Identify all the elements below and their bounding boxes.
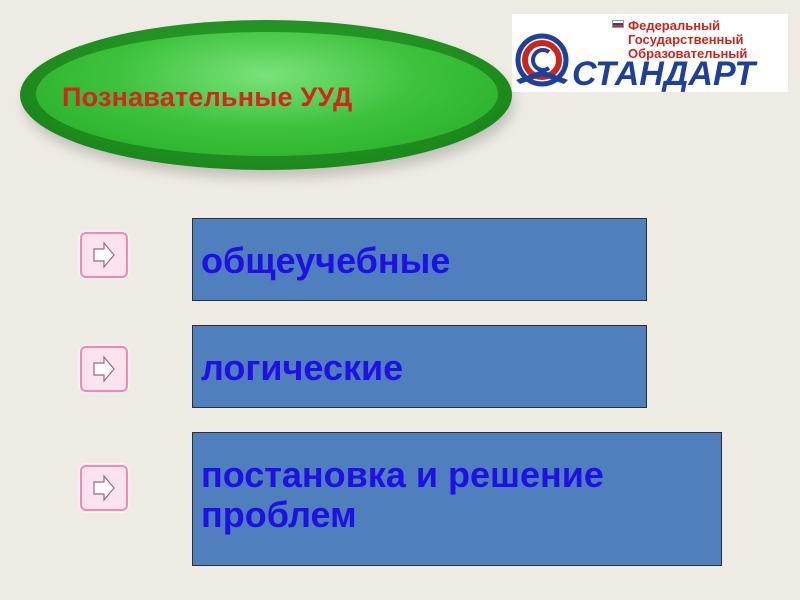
fgos-logo: Федеральный Государственный Образователь…	[512, 14, 788, 92]
fgos-emblem-icon	[515, 33, 569, 87]
logo-line-state: Государственный	[628, 32, 744, 47]
category-label-logical: логические	[201, 347, 404, 388]
category-box-general: общеучебные	[192, 218, 647, 301]
title-ellipse-inner	[36, 32, 498, 156]
logo-line-educational: Образовательный	[628, 46, 748, 61]
page-title: Познавательные УУД	[62, 82, 353, 112]
logo-word-standard: СТАНДАРТ	[572, 55, 756, 93]
category-box-problem: постановка и решение проблем	[192, 432, 722, 566]
category-box-logical: логические	[192, 325, 647, 408]
russian-flag-icon	[612, 20, 624, 28]
arrow-right-icon	[93, 241, 115, 269]
logo-line-federal: Федеральный	[628, 18, 721, 33]
category-label-general: общеучебные	[201, 240, 451, 281]
arrow-button-problem[interactable]	[80, 465, 128, 511]
arrow-right-icon	[93, 474, 115, 502]
arrow-button-general[interactable]	[80, 232, 128, 278]
arrow-right-icon	[93, 355, 115, 383]
category-label-problem: постановка и решение проблем	[201, 454, 604, 535]
arrow-button-logical[interactable]	[80, 346, 128, 392]
